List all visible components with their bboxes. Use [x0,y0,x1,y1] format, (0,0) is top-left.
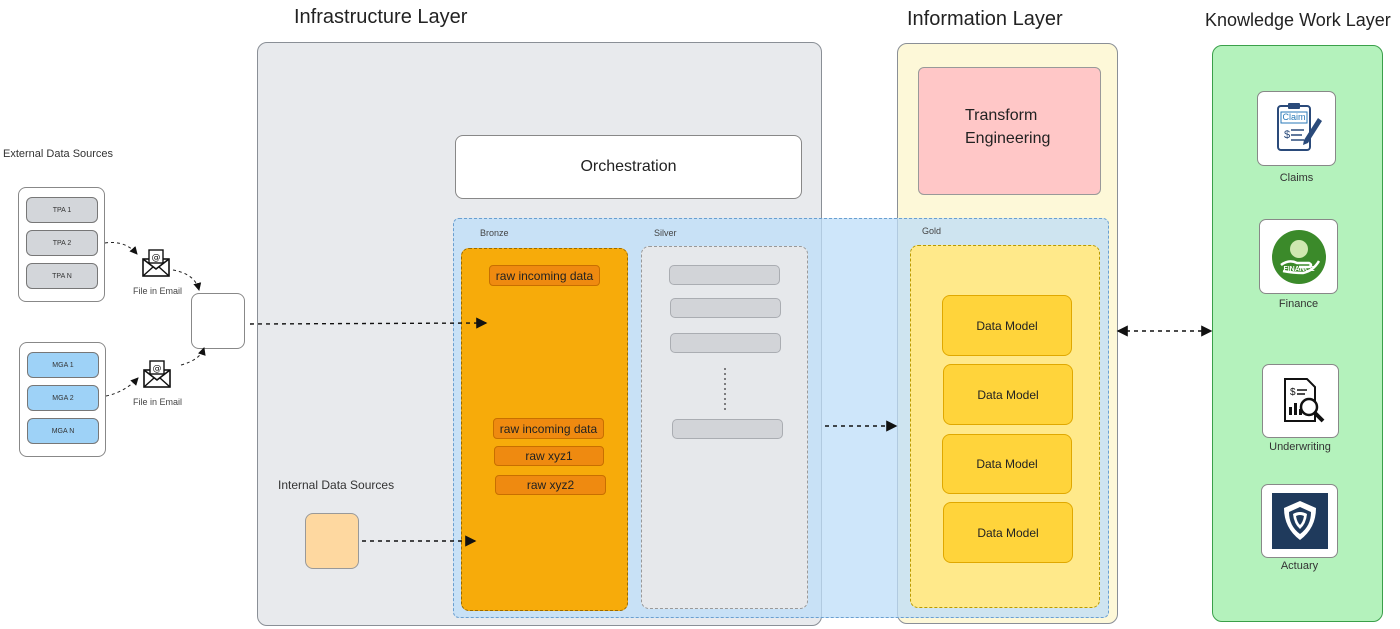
mga-source: MGA 1 [27,352,99,378]
svg-text:$: $ [1284,129,1290,141]
data-model-box: Data Model [943,364,1073,425]
tpa-source: TPA 2 [26,230,98,256]
internal-sources-title: Internal Data Sources [278,478,395,492]
email-icon: @ [140,248,172,278]
data-model-box: Data Model [943,502,1073,563]
tpa-source: TPA N [26,263,98,289]
actuary-card[interactable] [1261,484,1338,558]
external-sources-title: External Data Sources [3,148,114,160]
svg-text:@: @ [152,253,161,263]
svg-text:FINANCE: FINANCE [1283,266,1314,273]
actuary-shield-icon [1271,493,1328,549]
mga-source: MGA N [27,418,99,444]
gold-label: Gold [922,226,942,236]
svg-text:@: @ [153,364,162,374]
intake-box [191,293,245,349]
orchestration-box: Orchestration [455,135,802,199]
file-in-email-label: File in Email [133,286,183,296]
actuary-label: Actuary [1280,560,1319,572]
underwriting-icon: $ [1283,378,1324,423]
underwriting-label: Underwriting [1269,441,1331,453]
orchestration-label: Orchestration [580,158,677,175]
information-layer-title: Information Layer [907,8,1063,30]
silver-item [672,419,783,439]
silver-item [670,298,781,318]
claims-card[interactable]: Claim $ [1257,91,1336,166]
silver-label: Silver [654,228,677,238]
transform-engineering-box: Transform Engineering [918,67,1101,195]
bronze-item: raw xyz2 [495,475,606,495]
internal-source-box [305,513,359,569]
tpa-source: TPA 1 [26,197,98,223]
knowledge-layer-title: Knowledge Work Layer [1205,10,1391,30]
claims-label: Claims [1279,172,1314,184]
mga-source: MGA 2 [27,385,99,411]
email-icon: @ [141,359,173,389]
bronze-item: raw xyz1 [494,446,604,466]
bronze-label: Bronze [480,228,509,238]
finance-card[interactable]: FINANCE [1259,219,1338,294]
svg-text:$: $ [1290,387,1296,398]
data-model-box: Data Model [942,295,1072,356]
transform-engineering-label: Transform Engineering [965,107,1051,147]
bronze-item: raw incoming data [489,265,600,286]
silver-item [669,265,780,285]
finance-icon: FINANCE [1271,229,1326,284]
silver-item [670,333,781,353]
underwriting-card[interactable]: $ [1262,364,1339,438]
data-model-box: Data Model [942,434,1072,494]
bronze-item: raw incoming data [493,418,604,439]
file-in-email-label: File in Email [133,397,183,407]
finance-label: Finance [1278,298,1319,310]
claim-document-icon: Claim $ [1276,102,1322,151]
svg-text:Claim: Claim [1282,112,1305,122]
infrastructure-layer-title: Infrastructure Layer [294,6,468,28]
